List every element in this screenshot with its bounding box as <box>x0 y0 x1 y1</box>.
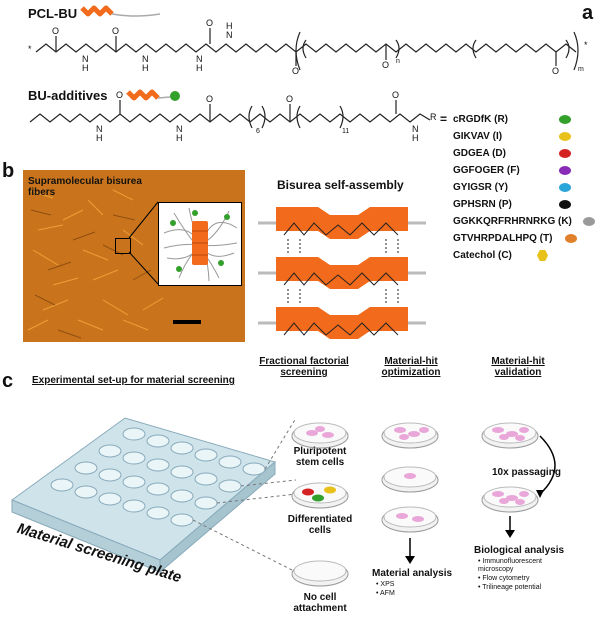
atom-o: O <box>382 60 389 70</box>
atom-o: O <box>552 66 559 76</box>
atom-o: O <box>206 18 213 28</box>
passaging-arrow <box>540 436 555 494</box>
subscript-eleven: 11 <box>342 128 349 135</box>
additive-item: GYIGSR (Y) <box>453 182 508 193</box>
atom-o: O <box>52 26 59 36</box>
yellow-bead-icon <box>559 132 571 141</box>
atom-o: O <box>392 90 399 100</box>
pcl-bu-backbone <box>36 44 576 52</box>
bio-analysis-item: • Flow cytometry <box>478 575 529 583</box>
bisurea-layer-1 <box>258 207 426 239</box>
material-analysis-title: Material analysis <box>372 568 452 579</box>
differentiated-label: Differentiated cells <box>284 514 356 536</box>
bio-analysis-item: • Immunofluorescent microscopy <box>478 558 578 574</box>
no-attachment-label: No cell attachment <box>288 592 352 614</box>
subscript-n: n <box>396 58 400 65</box>
additive-item: GPHSRN (P) <box>453 199 512 210</box>
additive-item: GGKKQRFRHRNRKG (K) <box>453 216 572 227</box>
additive-item: GDGEA (D) <box>453 148 506 159</box>
hit-validation-title: Material-hit validation <box>478 356 558 378</box>
subscript-m: m <box>578 66 584 73</box>
atom-h: H <box>226 21 233 31</box>
additive-label: GPHSRN (P) <box>453 199 512 210</box>
atom-h: H <box>412 133 419 143</box>
passaging-label: 10x passaging <box>492 467 561 478</box>
atom-r: R <box>430 112 437 122</box>
additive-label: GGFOGER (F) <box>453 165 520 176</box>
additive-item: GGFOGER (F) <box>453 165 520 176</box>
subscript-six: 6 <box>256 128 260 135</box>
additive-label: Catechol (C) <box>453 250 512 261</box>
atom-o: O <box>116 90 123 100</box>
bisurea-stack-diagram <box>258 195 428 355</box>
self-assembly-title: Bisurea self-assembly <box>277 178 404 192</box>
fractional-screening-title: Fractional factorial screening <box>258 356 350 378</box>
additive-label: cRGDfK (R) <box>453 114 508 125</box>
biological-analysis-title: Biological analysis <box>474 545 564 556</box>
pcl-ribbon-icon <box>82 8 160 16</box>
additive-label: GGKKQRFRHRNRKG (K) <box>453 216 572 227</box>
additive-label: GTVHRPDALHPQ (T) <box>453 233 552 244</box>
atom-o: O <box>292 66 299 76</box>
atom-star-right: * <box>584 40 588 50</box>
additive-label: GIKVAV (I) <box>453 131 502 142</box>
atom-o: O <box>112 26 119 36</box>
material-analysis-item: • AFM <box>376 590 395 598</box>
atom-h: H <box>82 63 89 73</box>
experimental-setup-title: Experimental set-up for material screeni… <box>32 375 235 386</box>
panel-letter-b: b <box>2 160 14 183</box>
bu-additive-backbone <box>30 114 430 122</box>
bisurea-layer-3 <box>258 307 426 339</box>
bisurea-layer-2 <box>258 257 426 289</box>
atom-o: O <box>206 94 213 104</box>
atom-h: H <box>142 63 149 73</box>
orange-bead-icon <box>565 234 577 243</box>
atom-o: O <box>286 94 293 104</box>
bu-ribbon-icon <box>128 91 180 101</box>
validation-dishes <box>482 423 555 538</box>
hit-optimization-title: Material-hit optimization <box>372 356 450 378</box>
additive-item: GIKVAV (I) <box>453 131 502 142</box>
blue-bead-icon <box>559 183 571 192</box>
chemical-structures <box>0 0 600 160</box>
material-analysis-item: • XPS <box>376 581 394 589</box>
black-bead-icon <box>559 200 571 209</box>
pluripotent-label: Pluripotent stem cells <box>288 446 352 468</box>
additive-item: GTVHRPDALHPQ (T) <box>453 233 552 244</box>
atom-h: H <box>96 133 103 143</box>
additive-label: GDGEA (D) <box>453 148 506 159</box>
optimization-dishes <box>382 423 438 564</box>
atom-h: H <box>196 63 203 73</box>
zoom-connector-lines <box>23 170 245 342</box>
atom-star-left: * <box>28 44 32 54</box>
atom-h: H <box>176 133 183 143</box>
bu-additives-title: BU-additives <box>28 88 107 103</box>
grey-bead-icon <box>583 217 595 226</box>
red-bead-icon <box>559 149 571 158</box>
additive-item: Catechol (C) <box>453 250 512 261</box>
equals-sign: = <box>440 112 447 126</box>
purple-bead-icon <box>559 166 571 175</box>
bio-analysis-item: • Trilineage potential <box>478 584 541 592</box>
catechol-hexagon-icon <box>537 250 548 261</box>
green-bead-icon <box>559 115 571 124</box>
atom-n: N <box>226 30 233 40</box>
additive-label: GYIGSR (Y) <box>453 182 508 193</box>
additive-item: cRGDfK (R) <box>453 114 508 125</box>
